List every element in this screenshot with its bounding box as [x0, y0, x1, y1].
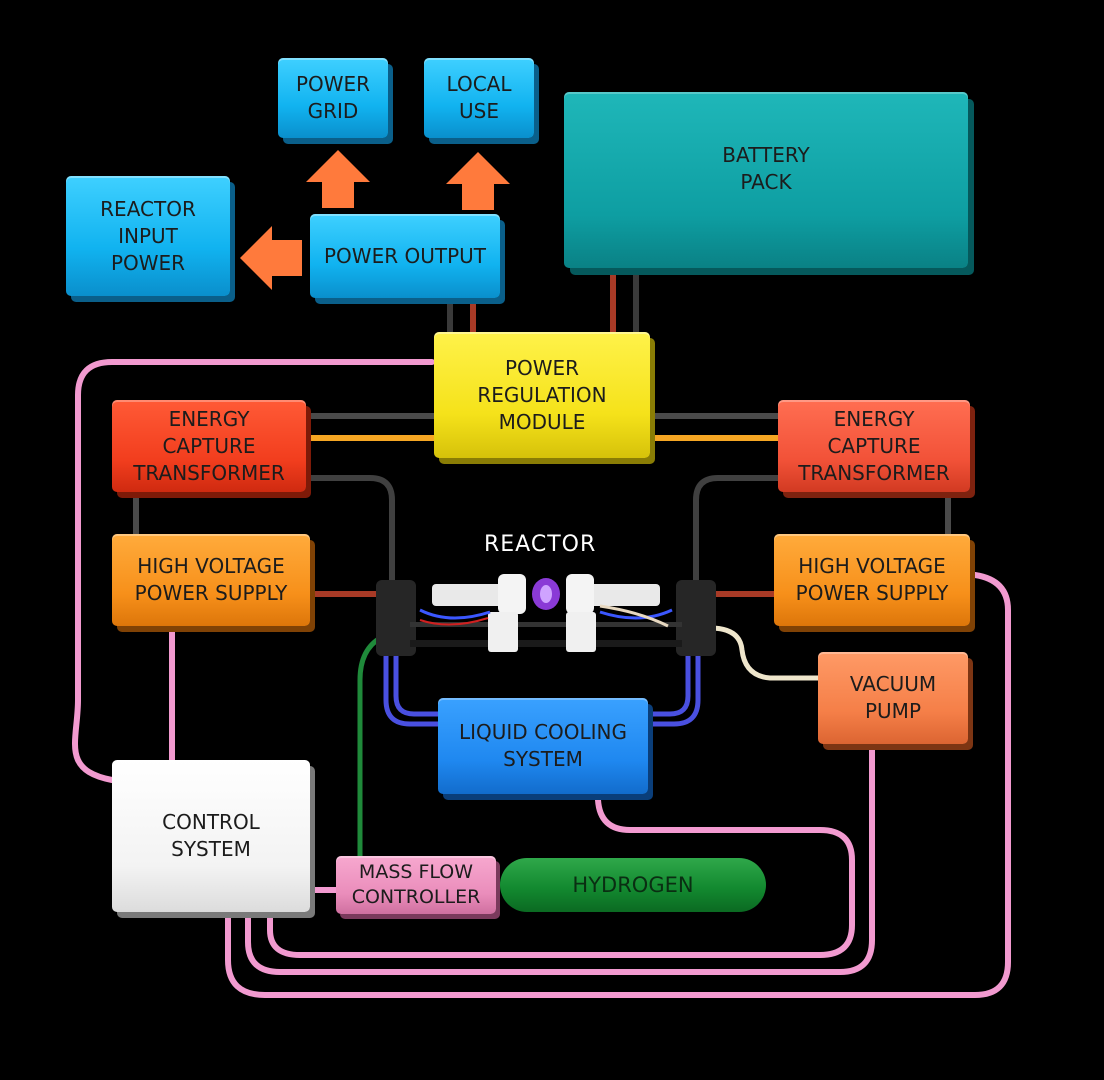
reactor-assembly	[376, 574, 716, 656]
mass-flow-controller-label: MASS FLOW CONTROLLER	[351, 861, 481, 908]
power-grid-label: POWER GRID	[295, 72, 371, 123]
high-voltage-power-supply-right-label: HIGH VOLTAGE POWER SUPPLY	[795, 554, 949, 605]
local-use-box: LOCAL USE	[424, 58, 534, 138]
hydrogen-tank: HYDROGEN	[500, 858, 766, 912]
energy-capture-transformer-left-label: ENERGY CAPTURE TRANSFORMER	[133, 406, 285, 485]
liquid-cooling-system-box: LIQUID COOLING SYSTEM	[438, 698, 648, 794]
signal-line-control-to-hv-right	[225, 572, 1011, 998]
vacuum-pump-label: VACUUM PUMP	[849, 672, 937, 723]
control-system-label: CONTROL SYSTEM	[162, 810, 260, 861]
control-system-box: CONTROL SYSTEM	[112, 760, 310, 912]
reactor-input-power-label: REACTOR INPUT POWER	[100, 196, 196, 275]
energy-capture-transformer-right-box: ENERGY CAPTURE TRANSFORMER	[778, 400, 970, 492]
energy-capture-transformer-right-label: ENERGY CAPTURE TRANSFORMER	[798, 406, 950, 485]
reactor-input-power-box: REACTOR INPUT POWER	[66, 176, 230, 296]
power-output-label: POWER OUTPUT	[324, 243, 486, 268]
signal-line-control-to-vacuum	[245, 745, 875, 975]
hydrogen-label: HYDROGEN	[572, 872, 694, 897]
liquid-cooling-system-label: LIQUID COOLING SYSTEM	[458, 720, 628, 771]
battery-pack-label: BATTERY PACK	[722, 143, 810, 194]
energy-capture-transformer-left-box: ENERGY CAPTURE TRANSFORMER	[112, 400, 306, 492]
reactor-label: REACTOR	[484, 532, 597, 557]
local-use-label: LOCAL USE	[446, 72, 512, 123]
signal-line-control-to-cooling	[267, 797, 855, 958]
high-voltage-power-supply-left-box: HIGH VOLTAGE POWER SUPPLY	[112, 534, 310, 626]
high-voltage-power-supply-right-box: HIGH VOLTAGE POWER SUPPLY	[774, 534, 970, 626]
power-grid-box: POWER GRID	[278, 58, 388, 138]
battery-pack-box: BATTERY PACK	[564, 92, 968, 268]
arrow-up-to-grid-icon	[306, 150, 370, 208]
power-output-box: POWER OUTPUT	[310, 214, 500, 298]
arrow-up-to-local-icon	[446, 152, 510, 210]
signal-line-control-to-regulation	[71, 359, 435, 783]
arrow-left-to-input-icon	[240, 226, 302, 290]
high-voltage-power-supply-left-label: HIGH VOLTAGE POWER SUPPLY	[134, 554, 288, 605]
power-regulation-module-box: POWER REGULATION MODULE	[434, 332, 650, 458]
vacuum-pump-box: VACUUM PUMP	[818, 652, 968, 744]
mass-flow-controller-box: MASS FLOW CONTROLLER	[336, 856, 496, 914]
power-regulation-module-label: POWER REGULATION MODULE	[477, 355, 607, 434]
